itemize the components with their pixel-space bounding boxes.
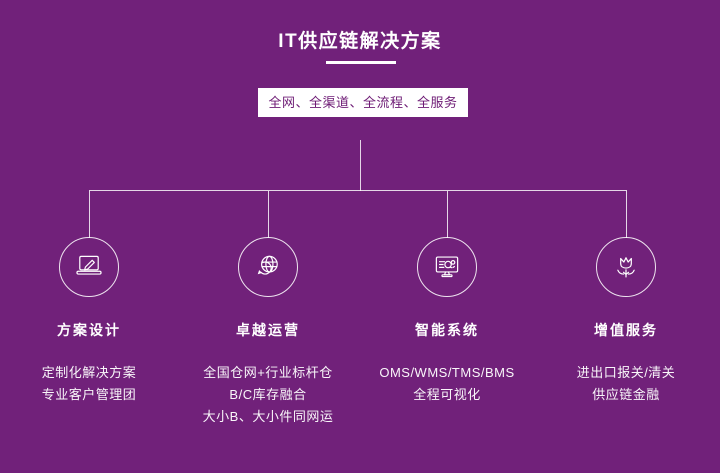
connector-horizontal-line (89, 190, 627, 191)
icon-circle (417, 237, 477, 297)
hand-flower-icon (617, 257, 635, 278)
column-label: 智能系统 (415, 322, 479, 338)
banner: 全网、全渠道、全流程、全服务 (258, 88, 468, 117)
column-description: 全国仓网+行业标杆仓 B/C库存融合 大小B、大小件同网运 (183, 362, 353, 428)
description-line: OMS/WMS/TMS/BMS (379, 365, 515, 380)
connector-root-line (360, 140, 361, 191)
connector-drop-line (447, 191, 448, 238)
connector-drop-line (268, 191, 269, 238)
column-label: 卓越运营 (236, 322, 300, 338)
icon-circle (596, 237, 656, 297)
column-operations: 卓越运营 全国仓网+行业标杆仓 B/C库存融合 大小B、大小件同网运 (183, 237, 353, 428)
icon-circle (238, 237, 298, 297)
description-line: 定制化解决方案 (41, 365, 137, 380)
column-description: 定制化解决方案 专业客户管理团 (4, 362, 174, 406)
icon-circle (59, 237, 119, 297)
monitor-process-icon (435, 256, 459, 278)
column-smart-system: 智能系统 OMS/WMS/TMS/BMS 全程可视化 (362, 237, 532, 406)
description-line: 大小B、大小件同网运 (202, 409, 334, 424)
column-label: 方案设计 (57, 322, 121, 338)
globe-sync-icon (257, 255, 278, 275)
description-line: 全程可视化 (413, 387, 481, 402)
title-underline (326, 61, 396, 64)
column-value-added: 增值服务 进出口报关/清关 供应链金融 (541, 237, 711, 406)
description-line: 全国仓网+行业标杆仓 (203, 365, 333, 380)
column-description: 进出口报关/清关 供应链金融 (541, 362, 711, 406)
description-line: 供应链金融 (592, 387, 660, 402)
connector-drop-line (89, 191, 90, 238)
connector-drop-line (626, 191, 627, 238)
column-description: OMS/WMS/TMS/BMS 全程可视化 (362, 362, 532, 406)
column-solution-design: 方案设计 定制化解决方案 专业客户管理团 (4, 237, 174, 406)
description-line: B/C库存融合 (229, 387, 307, 402)
description-line: 进出口报关/清关 (576, 365, 676, 380)
page-title: IT供应链解决方案 (278, 31, 442, 52)
column-label: 增值服务 (594, 322, 658, 338)
laptop-pencil-icon (76, 255, 102, 275)
description-line: 专业客户管理团 (41, 387, 137, 402)
